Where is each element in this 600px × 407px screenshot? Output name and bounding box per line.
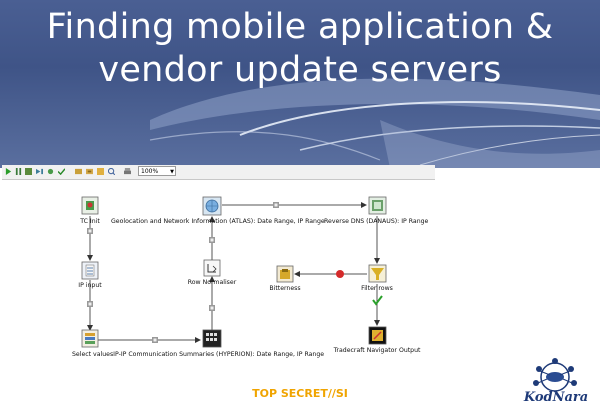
node-row-normaliser[interactable]: Row Normaliser — [188, 259, 237, 286]
pause-icon[interactable] — [15, 168, 22, 175]
workflow-hops — [87, 202, 380, 343]
node-label: Select valuesIP-IP Communication Summari… — [72, 351, 324, 358]
hop-copy-icon — [87, 301, 93, 307]
node-label: Bitterness — [269, 285, 300, 292]
node-filter-rows[interactable]: Filter rows — [361, 264, 393, 292]
node-label: Filter rows — [361, 285, 393, 292]
node-label: TC Init — [79, 218, 100, 225]
run-icon[interactable] — [5, 168, 12, 175]
impact-icon[interactable] — [108, 168, 115, 175]
node-tc-init[interactable]: TC Init — [79, 196, 100, 225]
node-tradecraft-output[interactable]: Tradecraft Navigator Output — [333, 326, 421, 354]
explore-icon[interactable] — [97, 168, 104, 175]
print-icon[interactable] — [124, 168, 131, 175]
analyze-icon[interactable] — [75, 168, 82, 175]
slide-title-line1: Finding mobile application & — [46, 7, 554, 47]
stop-icon[interactable] — [25, 168, 32, 175]
kodnara-logo: KodNara — [523, 358, 588, 405]
hop-copy-icon — [209, 305, 215, 311]
slide-title: Finding mobile application & vendor upda… — [0, 6, 600, 92]
node-hyperion[interactable] — [202, 329, 222, 348]
hop-copy-icon — [209, 237, 215, 243]
slide-title-line2: vendor update servers — [98, 50, 502, 90]
step-icon[interactable] — [36, 168, 43, 175]
hop-false-icon — [336, 270, 344, 278]
node-label: IP input — [78, 282, 102, 289]
node-atlas[interactable]: Geolocation and Network Information (ATL… — [111, 196, 325, 225]
node-label: Reverse DNS (DANAUS): IP Range — [324, 218, 429, 225]
hop-true-icon — [372, 295, 383, 306]
preview-icon[interactable] — [47, 168, 54, 175]
workflow-toolbar: 100% ▼ — [2, 165, 435, 180]
hop-copy-icon — [87, 228, 93, 234]
node-label: Tradecraft Navigator Output — [333, 347, 421, 354]
workflow-canvas: TC Init IP input Select valuesIP-IP Comm… — [72, 196, 429, 358]
check-icon[interactable] — [58, 168, 65, 175]
zoom-value: 100% — [141, 168, 159, 175]
zoom-select[interactable]: 100% ▼ — [138, 166, 176, 176]
chevron-down-icon: ▼ — [170, 169, 174, 175]
node-bitterness[interactable]: Bitterness — [269, 265, 301, 292]
svg-text:KodNara: KodNara — [523, 390, 588, 405]
node-danaus[interactable]: Reverse DNS (DANAUS): IP Range — [324, 196, 429, 225]
sql-icon[interactable] — [86, 168, 93, 175]
node-select-values[interactable]: Select valuesIP-IP Communication Summari… — [72, 329, 324, 358]
banner-swoosh-graphic — [149, 78, 600, 168]
node-ip-input[interactable]: IP input — [78, 261, 102, 289]
hop-copy-icon — [152, 337, 158, 343]
node-label: Row Normaliser — [188, 279, 237, 286]
classification-marking: TOP SECRET//SI — [252, 387, 348, 400]
hop-copy-icon — [273, 202, 279, 208]
node-label: Geolocation and Network Information (ATL… — [111, 218, 325, 225]
title-banner: Finding mobile application & vendor upda… — [0, 0, 600, 168]
